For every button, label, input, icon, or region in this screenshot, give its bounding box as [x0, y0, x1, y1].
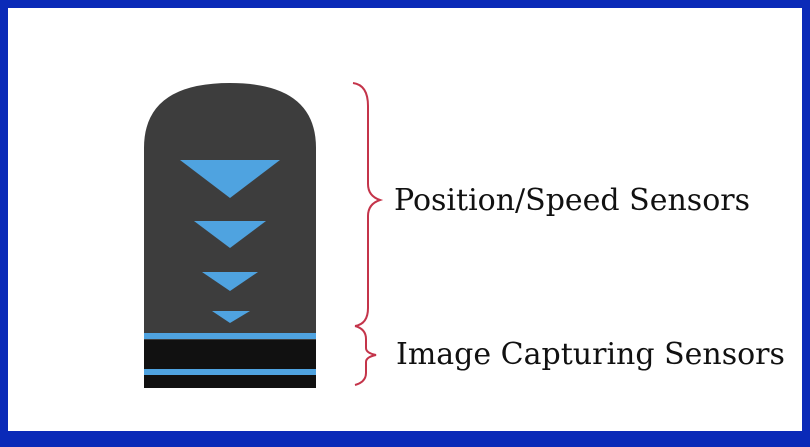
- position-sensor-triangle: [194, 221, 266, 248]
- position-sensor-triangle: [202, 272, 258, 291]
- position-sensor-triangle: [180, 160, 280, 198]
- image-capturing-sensors-label: Image Capturing Sensors: [396, 337, 785, 372]
- position-speed-sensors-label: Position/Speed Sensors: [394, 183, 750, 218]
- position-sensor-triangle: [212, 311, 250, 323]
- sensor-diagram: [144, 82, 384, 388]
- image-sensor-line: [144, 333, 316, 339]
- image-sensor-line: [144, 369, 316, 375]
- sensor-base: [144, 340, 316, 388]
- brace-position-speed: [352, 82, 384, 327]
- brace-image-capturing: [354, 325, 377, 386]
